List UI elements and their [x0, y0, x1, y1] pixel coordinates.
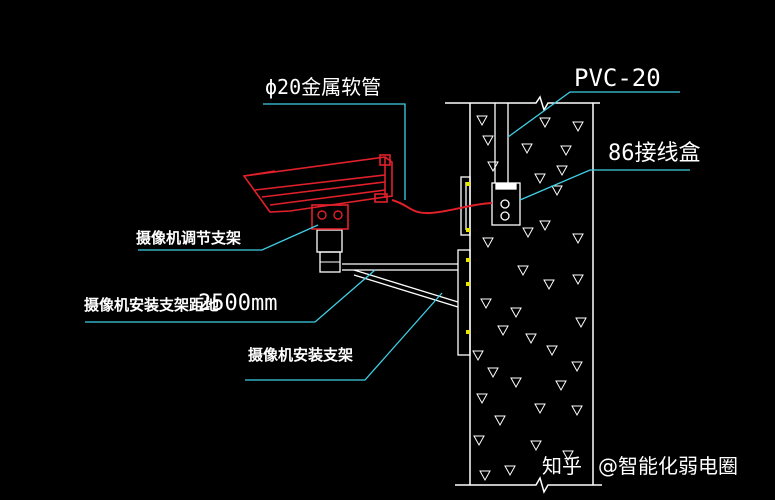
- hatch-triangle: [510, 307, 522, 319]
- leader-conduit: [263, 103, 406, 200]
- hatch-triangle: [476, 115, 488, 127]
- watermark-author: @智能化弱电圈: [598, 454, 738, 478]
- metal-flex-conduit: [391, 199, 493, 215]
- hatch-triangle: [497, 325, 509, 337]
- hatch-triangle: [525, 333, 537, 345]
- label-install-bracket: 摄像机安装支架: [248, 346, 353, 364]
- hatch-triangle: [555, 380, 567, 392]
- leader-pvc: [507, 91, 680, 138]
- label-pvc: PVC-20: [574, 64, 661, 92]
- label-junction-box: 86接线盒: [608, 141, 701, 166]
- concrete-hatch: [472, 115, 587, 482]
- hatch-triangle: [534, 173, 546, 185]
- hatch-triangle: [572, 233, 584, 245]
- pvc-conduit: [494, 103, 509, 183]
- hatch-triangle: [562, 450, 574, 462]
- junction-box: [491, 182, 521, 226]
- camera-body: [242, 154, 393, 213]
- hatch-triangle: [543, 279, 555, 291]
- hatch-triangle: [487, 367, 499, 379]
- leader-lines: [85, 91, 690, 381]
- hatch-triangle: [472, 350, 484, 362]
- label-metal-conduit: ϕ20金属软管: [265, 75, 381, 99]
- hatch-triangle: [517, 265, 529, 277]
- hatch-triangle: [530, 440, 542, 452]
- leader-adjust-bracket: [138, 224, 319, 251]
- install-bracket-arm: [342, 263, 459, 308]
- leader-install-height: [85, 269, 376, 323]
- hatch-triangle: [534, 403, 546, 415]
- hatch-triangle: [546, 345, 558, 357]
- hatch-triangle: [522, 227, 534, 239]
- hatch-triangle: [494, 415, 506, 427]
- leader-install-bracket: [245, 292, 443, 381]
- leader-box: [519, 169, 690, 201]
- hatch-triangle: [510, 377, 522, 389]
- hatch-triangle: [572, 274, 584, 286]
- wall-section: [445, 95, 602, 494]
- watermark-site: 知乎: [542, 454, 582, 478]
- hatch-triangle: [571, 361, 583, 373]
- label-install-height-value: 2500mm: [198, 291, 277, 316]
- hatch-triangle: [521, 143, 533, 155]
- hatch-triangle: [479, 470, 491, 482]
- hatch-triangle: [504, 465, 516, 477]
- hatch-triangle: [539, 117, 551, 129]
- hatch-triangle: [575, 317, 587, 329]
- hatch-triangle: [551, 185, 563, 197]
- hatch-triangle: [539, 220, 551, 232]
- camera-adjust-bracket: [311, 204, 349, 273]
- hatch-triangle: [476, 393, 488, 405]
- label-install-height: 摄像机安装支架距地: [84, 296, 219, 314]
- hatch-triangle: [556, 165, 568, 177]
- hatch-triangle: [482, 135, 494, 147]
- wall-mount-plate: [457, 176, 471, 356]
- hatch-triangle: [482, 237, 494, 249]
- wall-bottom-break-line: [455, 476, 602, 494]
- label-adjust-bracket: 摄像机调节支架: [136, 229, 241, 247]
- hatch-triangle: [487, 161, 499, 173]
- hatch-triangle: [560, 145, 572, 157]
- hatch-triangle: [572, 121, 584, 133]
- anchor-bolts: [466, 182, 470, 334]
- hatch-triangle: [480, 298, 492, 310]
- wall-top-break-line: [445, 95, 600, 112]
- hatch-triangle: [571, 405, 583, 417]
- hatch-triangle: [473, 435, 485, 447]
